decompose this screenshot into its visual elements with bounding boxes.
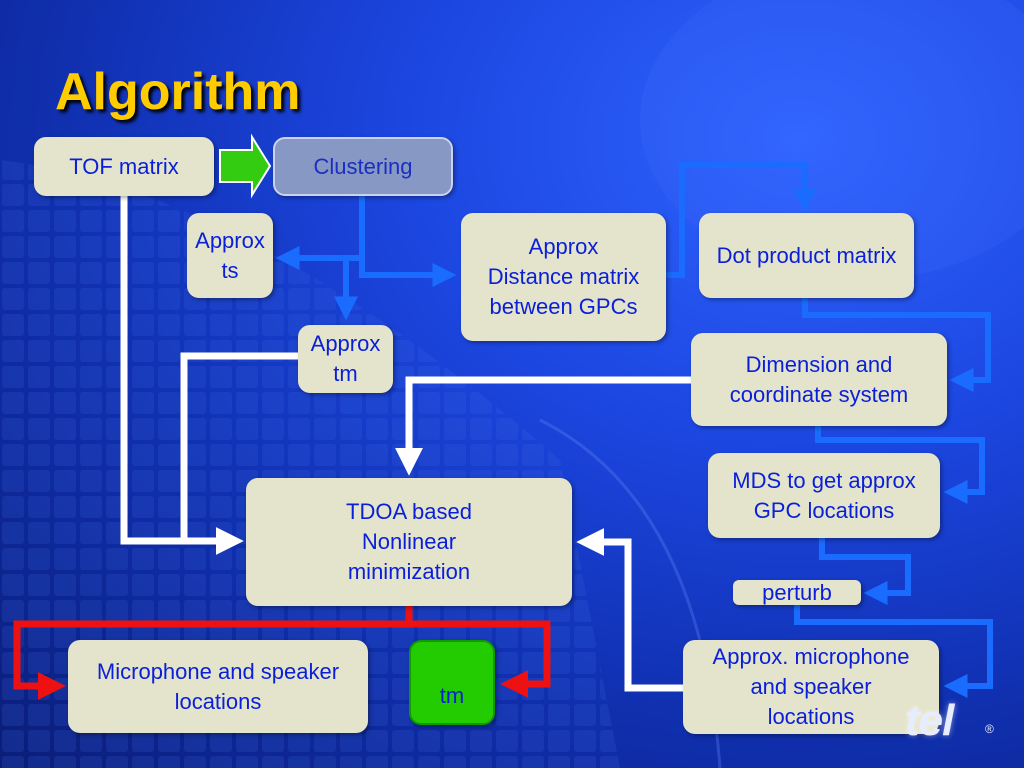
approx-mic-speaker-box: Approx. microphone and speaker locations	[683, 640, 939, 734]
approx-ts-label: Approx ts	[195, 227, 265, 283]
arrow-perturb-to-approx-mic	[794, 605, 993, 698]
tof-matrix-box: TOF matrix	[34, 137, 214, 196]
approx-distance-matrix-box: Approx Distance matrix between GPCs	[461, 213, 666, 341]
tdoa-minimization-box: TDOA based Nonlinear minimization	[246, 478, 572, 606]
arrow-clustering-to-distance	[359, 196, 457, 287]
arrow-tof-to-tdoa	[120, 196, 244, 555]
tof-matrix-label: TOF matrix	[69, 153, 179, 179]
dot-product-matrix-box: Dot product matrix	[699, 213, 914, 298]
tdoa-minimization-label: TDOA based Nonlinear minimization	[346, 499, 472, 584]
registered-mark: ®	[985, 722, 994, 736]
mic-speaker-locations-box: Microphone and speaker locations	[68, 640, 368, 733]
dimension-coordinate-box: Dimension and coordinate system	[691, 333, 947, 426]
approx-ts-box: Approx ts	[187, 213, 273, 298]
dot-product-matrix-label: Dot product matrix	[716, 242, 897, 268]
clustering-label: Clustering	[313, 153, 413, 179]
arrow-tm-to-tdoa	[180, 352, 298, 541]
approx-tm-label: Approx tm	[310, 331, 381, 386]
arrow-dimension-to-tdoa	[395, 376, 692, 476]
approx-distance-matrix-label: Approx Distance matrix between GPCs	[487, 234, 640, 319]
clustering-box: Clustering	[273, 137, 453, 196]
arrow-tof-to-clustering	[219, 133, 272, 199]
perturb-label: perturb	[762, 579, 832, 605]
slide-title: Algorithm	[55, 63, 301, 121]
tm-result-label: tm	[439, 683, 465, 708]
arrow-mds-to-perturb	[819, 538, 911, 605]
intel-logo: tel	[905, 696, 954, 745]
approx-mic-speaker-label: Approx. microphone and speaker locations	[712, 644, 910, 729]
mds-locations-box: MDS to get approx GPC locations	[708, 453, 940, 538]
arrow-dotproduct-to-dimension	[802, 298, 991, 392]
tm-result-box: tm	[409, 640, 495, 725]
perturb-box: perturb	[733, 580, 861, 605]
arrow-dimension-to-mds	[815, 425, 985, 504]
arrow-tdoa-to-mic-speaker	[13, 606, 413, 700]
arrow-distance-to-dotproduct	[665, 162, 817, 278]
dimension-coordinate-label: Dimension and coordinate system	[729, 351, 909, 407]
arrow-approx-mic-to-tdoa	[576, 528, 684, 692]
approx-tm-box: Approx tm	[298, 325, 393, 393]
arrow-tdoa-to-tm	[409, 620, 551, 698]
mic-speaker-locations-label: Microphone and speaker locations	[96, 658, 340, 714]
mds-locations-label: MDS to get approx GPC locations	[732, 467, 916, 523]
